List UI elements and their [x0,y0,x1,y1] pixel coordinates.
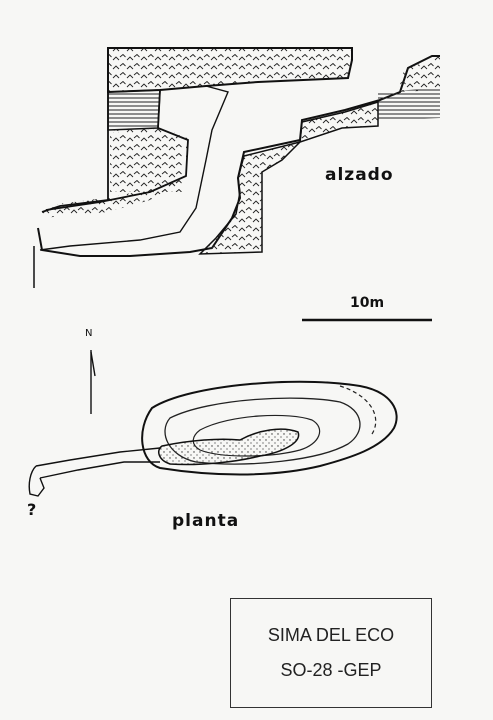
elevation-section [33,47,440,288]
elevation-left-wall-rock [41,92,109,213]
north-arrow [90,350,96,414]
elevation-left-wall-inner [45,89,189,211]
elevation-right-rock [198,100,379,255]
elevation-left-strata [107,89,161,131]
elevation-left-wall [42,128,188,218]
cave-name: SIMA DEL ECO [267,625,395,645]
cave-code: SO-28 -GEP [280,660,382,680]
plan-label: planta [172,511,240,531]
title-block: SIMA DEL ECO SO-28 -GEP [230,598,432,708]
unknown-continuation-mark: ? [27,500,38,519]
plan-contour-dashed [339,385,377,435]
plan-gallery [35,447,161,479]
elevation-right-top-rock [398,56,440,92]
elevation-label: alzado [325,165,394,185]
plan-sediment-zone [157,428,300,466]
plan-outer-outline [141,380,398,476]
elevation-top-slab [107,47,353,94]
elevation-shaft-wall [39,85,229,251]
plan-section [28,380,398,497]
elevation-right-strata [378,88,440,120]
scale-label: 10m [350,295,385,311]
plan-gallery-end [28,465,45,497]
elevation-left-wall-fill [110,132,182,192]
north-label: N [85,328,94,339]
